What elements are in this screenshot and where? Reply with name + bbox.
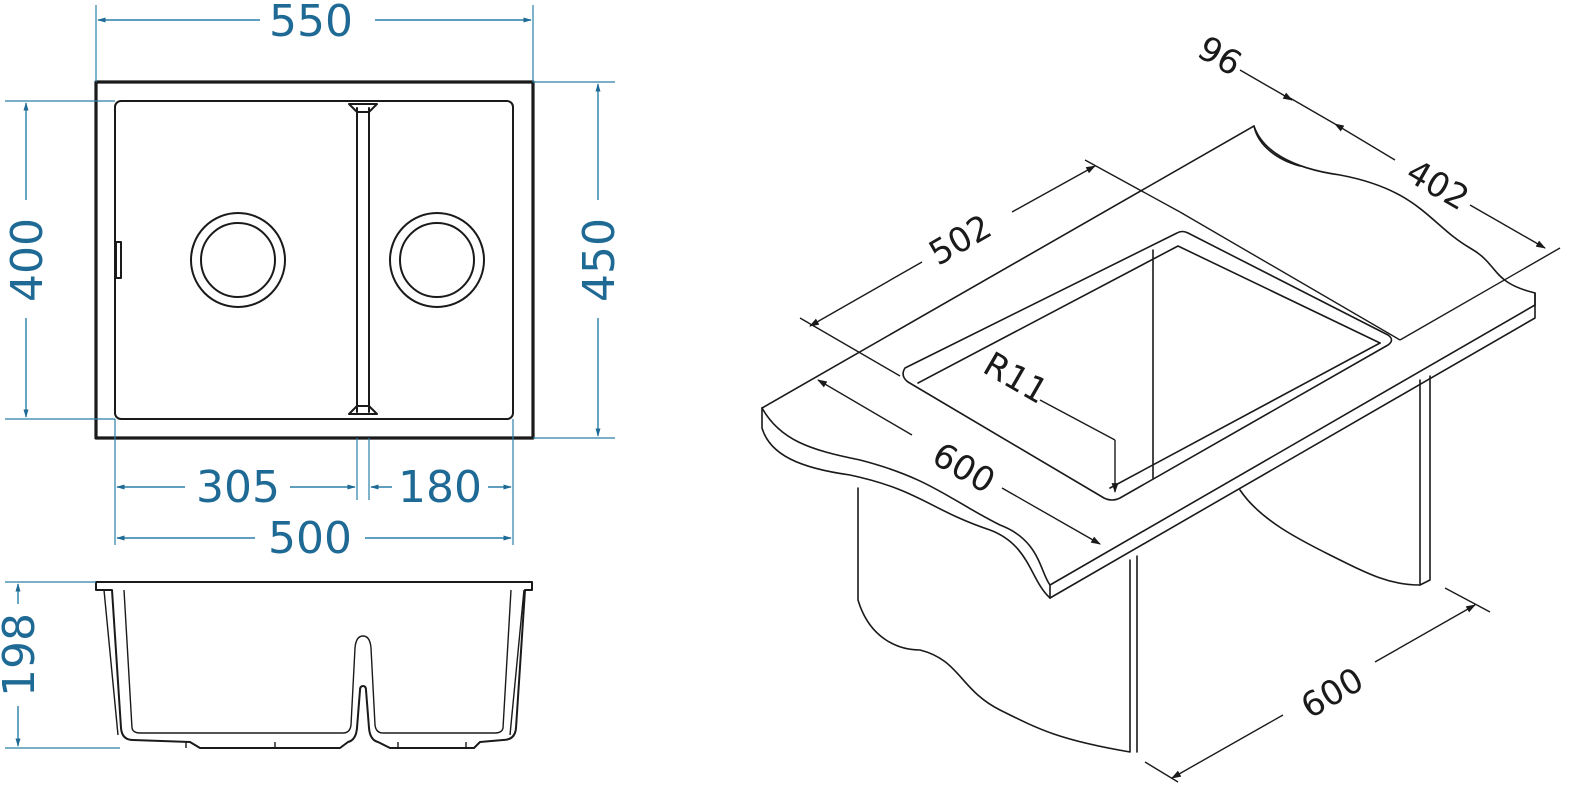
dim-outer-width: 550 bbox=[97, 0, 532, 47]
dim-left-bowl: 305 bbox=[116, 462, 356, 513]
extension-lines bbox=[5, 5, 615, 545]
dim-iso-600-depth-label: 600 bbox=[925, 435, 1001, 502]
dim-inner-width: 500 bbox=[116, 513, 512, 564]
cabinet bbox=[857, 487, 1131, 753]
dim-outer-height: 450 bbox=[574, 83, 625, 437]
bowl-divider bbox=[348, 103, 378, 415]
dim-inner-height-label: 400 bbox=[2, 218, 53, 302]
dim-depth: 198 bbox=[0, 583, 45, 747]
sink-opening bbox=[902, 230, 1393, 501]
dim-outer-height-label: 450 bbox=[574, 218, 625, 302]
dim-iso-r11-label: R11 bbox=[977, 344, 1055, 412]
right-drain bbox=[389, 212, 485, 308]
section-view: 198 bbox=[0, 581, 533, 749]
dim-iso-502-label: 502 bbox=[922, 207, 998, 274]
dim-iso-402: 402 bbox=[1334, 123, 1546, 249]
dim-iso-96: 96 bbox=[1191, 28, 1293, 101]
dim-inner-width-label: 500 bbox=[268, 513, 352, 564]
sink-outer-rim bbox=[94, 80, 535, 440]
sink-inner-outline bbox=[114, 100, 514, 420]
dim-inner-height: 400 bbox=[2, 102, 53, 418]
dim-left-bowl-label: 305 bbox=[196, 462, 280, 513]
dim-iso-600-depth: 600 bbox=[817, 379, 1101, 545]
top-view: 550 400 450 305 180 500 bbox=[2, 0, 625, 564]
dim-iso-502: 502 bbox=[809, 165, 1096, 327]
dim-iso-96-label: 96 bbox=[1191, 28, 1248, 84]
dim-right-bowl-label: 180 bbox=[398, 462, 482, 513]
section-outline bbox=[95, 581, 533, 749]
overflow-slot bbox=[115, 241, 122, 279]
dim-right-bowl: 180 bbox=[370, 462, 512, 513]
dim-iso-600-width-label: 600 bbox=[1294, 660, 1370, 727]
isometric-view: 502 96 402 R11 600 bbox=[761, 28, 1561, 783]
dim-iso-600-width: 600 bbox=[1144, 587, 1491, 783]
dim-depth-label: 198 bbox=[0, 613, 45, 697]
dim-outer-width-label: 550 bbox=[269, 0, 353, 47]
dim-iso-402-label: 402 bbox=[1399, 152, 1475, 219]
left-drain bbox=[190, 212, 286, 308]
countertop bbox=[761, 125, 1536, 599]
